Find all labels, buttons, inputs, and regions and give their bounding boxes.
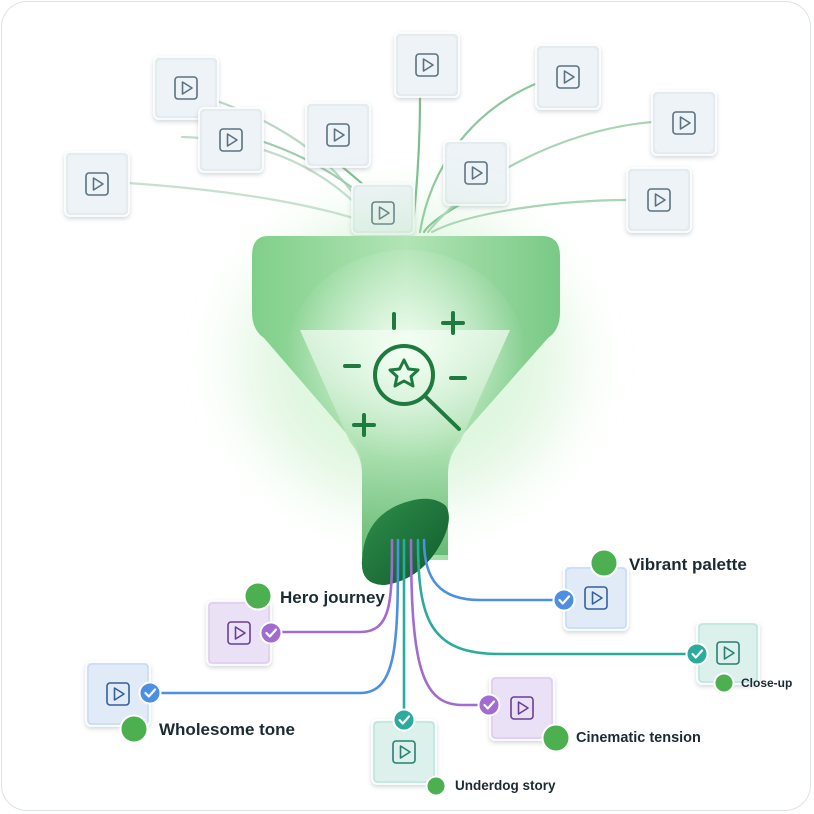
label-wholesome: Wholesome tone [159,720,296,739]
play-icon [174,76,198,100]
play-icon [106,682,130,706]
play-icon [510,696,534,720]
output-line-closeup [416,538,699,656]
output-card-vibrant [552,548,629,631]
check-icon [552,588,576,612]
check-icon [477,693,501,717]
play-icon [556,65,580,89]
play-icon [219,128,243,152]
filter-funnel [196,170,616,585]
play-icon [227,621,251,645]
output-card-closeup [685,621,760,694]
funnel-mouth [361,498,449,585]
play-icon [392,740,416,764]
input-video-card [626,167,692,233]
label-underdog: Underdog story [455,778,556,793]
input-videos [64,32,717,235]
play-icon [716,641,740,665]
play-icon [326,123,350,147]
label-vibrant: Vibrant palette [629,555,747,574]
label-hero: Hero journey [280,588,385,607]
output-line-wholesome [148,538,400,695]
check-icon [138,681,162,705]
input-video-card [394,32,460,98]
output-line-hero [270,538,394,634]
output-card-wholesome [85,661,162,744]
green-dot-icon [589,548,619,578]
check-icon [259,621,283,645]
label-closeup: Close-up [741,676,793,690]
output-line-cinematic [409,538,491,707]
output-line-vibrant [422,538,566,602]
play-icon [584,586,608,610]
output-card-underdog [371,708,447,797]
check-icon [392,708,416,732]
input-video-card [651,90,717,156]
play-icon [415,53,439,77]
input-video-card [198,107,264,173]
input-video-card [153,56,219,120]
output-card-cinematic [477,675,571,753]
green-dot-icon [541,723,571,753]
output-card-hero [206,581,283,666]
output-videos [85,548,760,797]
play-icon [647,188,671,212]
magnify-star-icon [373,344,461,431]
play-icon [672,111,696,135]
input-video-card [535,44,601,110]
green-dot-icon [713,672,735,694]
green-dot-icon [243,581,273,611]
input-video-card [64,151,130,217]
play-icon [85,172,109,196]
label-cinematic: Cinematic tension [576,730,701,746]
green-dot-icon [425,775,447,797]
input-video-card [305,102,371,168]
check-icon [685,642,709,666]
sparkle-marks [343,311,467,437]
output-connections [148,538,699,722]
green-dot-icon [119,714,149,744]
funnel-inner-light [286,250,526,470]
